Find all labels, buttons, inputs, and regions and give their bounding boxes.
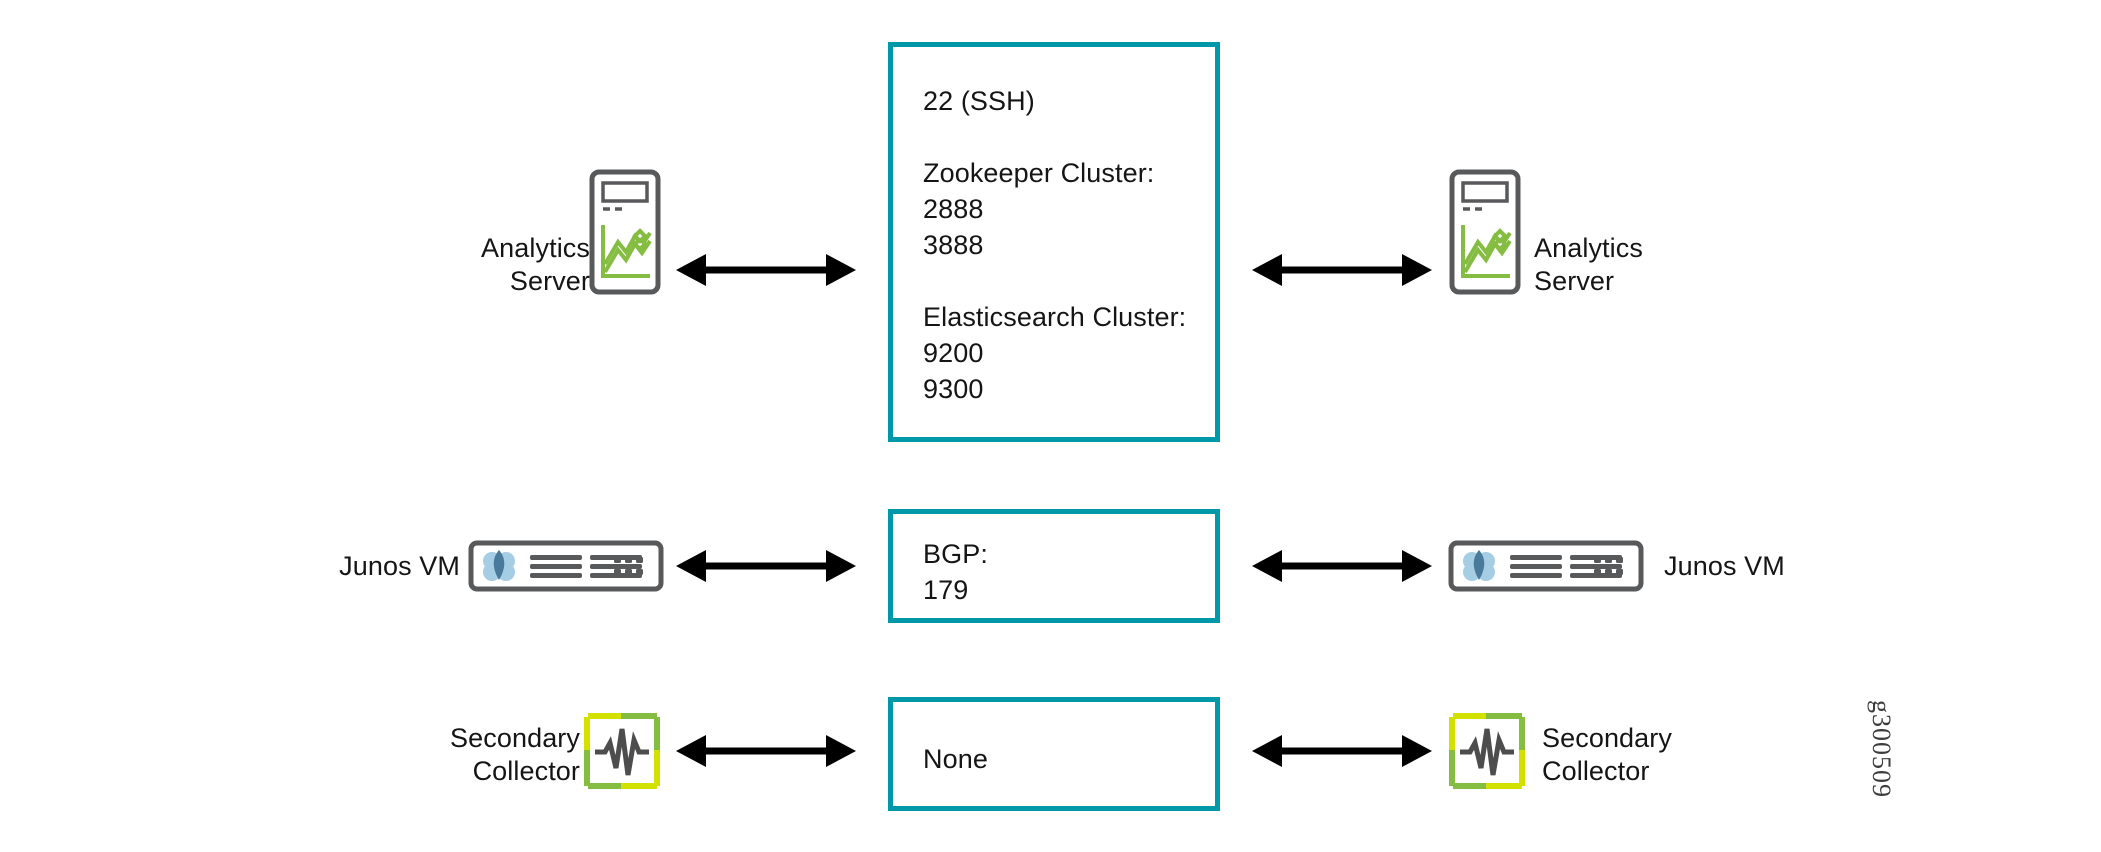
node-label-analytics-server-right: Analytics Server bbox=[1534, 233, 1643, 296]
port-box-junos-vm: BGP: 179 bbox=[888, 509, 1220, 623]
arrow-left-analytics bbox=[676, 250, 856, 290]
port-box-secondary-collector-text: None bbox=[923, 744, 988, 774]
port-box-analytics-text: 22 (SSH) Zookeeper Cluster: 2888 3888 El… bbox=[923, 86, 1187, 404]
node-label-junos-vm-right: Junos VM bbox=[1664, 551, 1785, 581]
port-box-junos-vm-text: BGP: 179 bbox=[923, 539, 988, 605]
arrow-left-secondary-collector bbox=[676, 731, 856, 771]
arrow-left-junos-vm bbox=[676, 546, 856, 586]
secondary-collector-icon-left bbox=[583, 712, 661, 790]
arrow-right-secondary-collector bbox=[1252, 731, 1432, 771]
analytics-server-icon-left bbox=[588, 168, 662, 296]
junos-vm-icon-right bbox=[1448, 540, 1644, 592]
node-label-analytics-server-left: Analytics Server bbox=[481, 233, 590, 296]
secondary-collector-icon-right bbox=[1448, 712, 1526, 790]
junos-vm-dots-left bbox=[612, 548, 656, 584]
node-label-secondary-collector-left: Secondary Collector bbox=[450, 723, 580, 786]
node-label-secondary-collector-right: Secondary Collector bbox=[1542, 723, 1672, 786]
node-label-junos-vm-left: Junos VM bbox=[339, 551, 460, 581]
arrow-right-junos-vm bbox=[1252, 546, 1432, 586]
analytics-server-icon-right bbox=[1448, 168, 1522, 296]
port-box-secondary-collector: None bbox=[888, 697, 1220, 811]
arrow-right-analytics bbox=[1252, 250, 1432, 290]
port-box-analytics: 22 (SSH) Zookeeper Cluster: 2888 3888 El… bbox=[888, 42, 1220, 442]
figure-watermark: g300509 bbox=[1867, 700, 1896, 798]
junos-vm-dots-right bbox=[1592, 548, 1636, 584]
